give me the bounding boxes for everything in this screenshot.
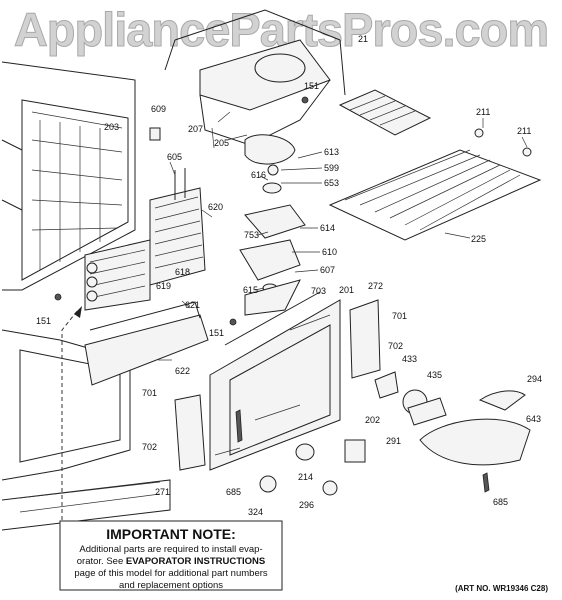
drain-trough: [84, 314, 209, 386]
freezer-liner: [1, 61, 136, 291]
ice-tray: [338, 89, 432, 136]
callout-296: 296: [299, 500, 315, 510]
callout-201: 201: [339, 285, 355, 295]
callout-703: 703: [311, 286, 327, 296]
callout-702-left: 702: [142, 442, 158, 452]
callout-225: 225: [471, 234, 487, 244]
note-body: Additional parts are required to install…: [62, 544, 280, 592]
note-line-2: orator. See EVAPORATOR INSTRUCTIONS: [62, 556, 280, 568]
callout-151-top: 151: [304, 81, 320, 91]
light-shield-left: [174, 394, 206, 471]
cap: [295, 443, 315, 461]
callout-151-left: 151: [36, 316, 52, 326]
callout-271: 271: [155, 487, 171, 497]
lens: [478, 390, 526, 411]
callout-211-a: 211: [476, 107, 491, 117]
fresh-food-liner: [1, 329, 171, 531]
callout-272: 272: [368, 281, 384, 291]
callout-202: 202: [365, 415, 381, 425]
grille: [344, 439, 366, 463]
rear-panel: [209, 291, 341, 471]
callout-599: 599: [324, 163, 340, 173]
note-line-4: and replacement options: [118, 580, 224, 591]
screw-151: [54, 293, 62, 301]
screw-right: [482, 472, 490, 493]
screw-151c: [301, 96, 309, 104]
switch: [407, 397, 447, 426]
leader-dashed: [61, 309, 79, 520]
callout-211-b: 211: [517, 126, 532, 136]
important-note: IMPORTANT NOTE: Additional parts are req…: [62, 526, 280, 592]
shelf-clip-a: [474, 128, 484, 138]
callout-622: 622: [175, 366, 191, 376]
callout-207: 207: [188, 124, 204, 134]
callout-605: 605: [167, 152, 183, 162]
fan-motor-assembly: [239, 134, 306, 316]
art-number: (ART NO. WR19346 C28): [455, 584, 548, 593]
callout-613: 613: [324, 147, 340, 157]
callout-205: 205: [214, 138, 230, 148]
clip: [149, 127, 161, 141]
note-title: IMPORTANT NOTE:: [106, 526, 236, 542]
screw: [235, 409, 243, 443]
callout-609: 609: [151, 104, 167, 114]
callout-610: 610: [322, 247, 338, 257]
callout-324: 324: [248, 507, 264, 517]
callout-701-right: 701: [392, 311, 408, 321]
light-cover: [419, 418, 531, 466]
callout-701-left: 701: [142, 388, 158, 398]
callout-614: 614: [320, 223, 336, 233]
callout-607: 607: [320, 265, 336, 275]
note-box: [59, 520, 283, 591]
evaporator-instructions-link: EVAPORATOR INSTRUCTIONS: [125, 556, 266, 567]
note-line-1: Additional parts are required to install…: [79, 544, 263, 555]
callout-685-left: 685: [226, 487, 242, 497]
note-line-2-pre: orator. See: [76, 556, 126, 567]
callout-435: 435: [427, 370, 443, 380]
callout-291: 291: [386, 436, 402, 446]
callout-753: 753: [244, 230, 260, 240]
callout-151-mid: 151: [209, 328, 225, 338]
callout-643: 643: [526, 414, 542, 424]
callout-620: 620: [208, 202, 224, 212]
light-shield-right: [349, 299, 381, 379]
callout-615: 615: [243, 285, 259, 295]
callout-21-top: 21: [358, 34, 369, 44]
callout-203: 203: [104, 122, 120, 132]
plug: [259, 475, 277, 493]
freezer-shelf: [328, 149, 542, 241]
screw-cover: [322, 480, 338, 496]
callout-702-right: 702: [388, 341, 404, 351]
note-line-3: page of this model for additional part n…: [74, 568, 268, 579]
shelf-clip-b: [522, 147, 532, 157]
callout-685-right: 685: [493, 497, 509, 507]
callout-621: 621: [185, 300, 201, 310]
callout-618: 618: [175, 267, 191, 277]
screw-151b: [229, 318, 237, 326]
evaporator: [84, 168, 206, 311]
callout-616: 616: [251, 170, 267, 180]
light-socket: [374, 371, 399, 399]
callout-214: 214: [298, 472, 314, 482]
callout-619: 619: [156, 281, 172, 291]
callout-433: 433: [402, 354, 418, 364]
callout-294: 294: [527, 374, 543, 384]
callout-653: 653: [324, 178, 340, 188]
